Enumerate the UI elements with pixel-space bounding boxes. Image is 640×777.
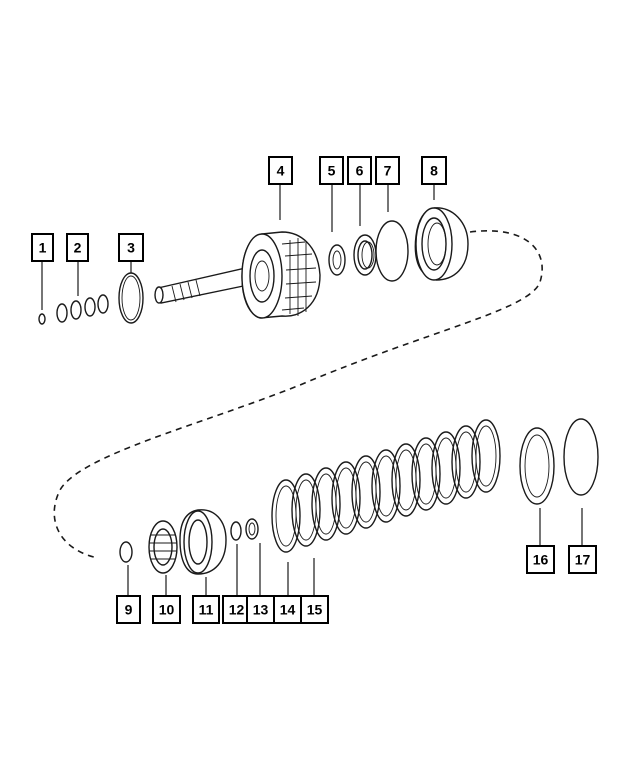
- callout-label-13: 13: [253, 602, 269, 618]
- callout-label-5: 5: [328, 163, 336, 179]
- callout-11: 11: [192, 595, 220, 624]
- callout-4: 4: [268, 156, 293, 185]
- callout-label-6: 6: [356, 163, 364, 179]
- part-11-hub: [179, 509, 227, 575]
- part-7-large-o-ring: [375, 220, 409, 282]
- callout-2: 2: [66, 233, 89, 262]
- callout-1: 1: [31, 233, 54, 262]
- leader-lines: [41, 184, 583, 596]
- part-13-ring: [245, 518, 259, 540]
- callout-14: 14: [273, 595, 302, 624]
- part-4-shaft-and-hub: [154, 231, 321, 319]
- callout-10: 10: [152, 595, 181, 624]
- callout-5: 5: [319, 156, 344, 185]
- callout-15: 15: [300, 595, 329, 624]
- callout-label-1: 1: [39, 240, 47, 256]
- callout-3: 3: [118, 233, 144, 262]
- callout-16: 16: [526, 545, 555, 574]
- part-2-seal-rings: [56, 294, 109, 323]
- callout-label-8: 8: [430, 163, 438, 179]
- callout-13: 13: [246, 595, 275, 624]
- part-3-snap-ring: [118, 272, 144, 324]
- part-8-piston: [414, 207, 469, 281]
- parts-14-15-clutch-pack: [271, 419, 501, 553]
- callout-label-12: 12: [229, 602, 245, 618]
- part-12-ring: [230, 521, 242, 541]
- callout-label-16: 16: [533, 552, 549, 568]
- callout-label-4: 4: [277, 163, 285, 179]
- callout-8: 8: [421, 156, 447, 185]
- part-5-thrust-washer: [328, 244, 346, 276]
- callout-17: 17: [568, 545, 597, 574]
- callout-label-10: 10: [159, 602, 175, 618]
- callout-6: 6: [347, 156, 372, 185]
- callout-label-14: 14: [280, 602, 296, 618]
- callout-label-2: 2: [74, 240, 82, 256]
- callout-label-3: 3: [127, 240, 135, 256]
- callout-label-9: 9: [125, 602, 133, 618]
- callout-label-7: 7: [384, 163, 392, 179]
- part-17-large-snap-ring: [563, 418, 599, 496]
- part-1-small-ring: [38, 313, 46, 325]
- part-10-roller-clutch: [148, 520, 178, 574]
- assembly-connector-dashed-line: [53, 230, 543, 559]
- part-6-bearing: [353, 234, 377, 276]
- callout-9: 9: [116, 595, 141, 624]
- callout-label-15: 15: [307, 602, 323, 618]
- part-16-pressure-plate: [519, 427, 555, 505]
- callout-7: 7: [375, 156, 400, 185]
- callout-12: 12: [222, 595, 251, 624]
- callout-label-11: 11: [199, 602, 214, 618]
- callout-label-17: 17: [575, 552, 591, 568]
- part-9-snap-ring: [119, 541, 133, 563]
